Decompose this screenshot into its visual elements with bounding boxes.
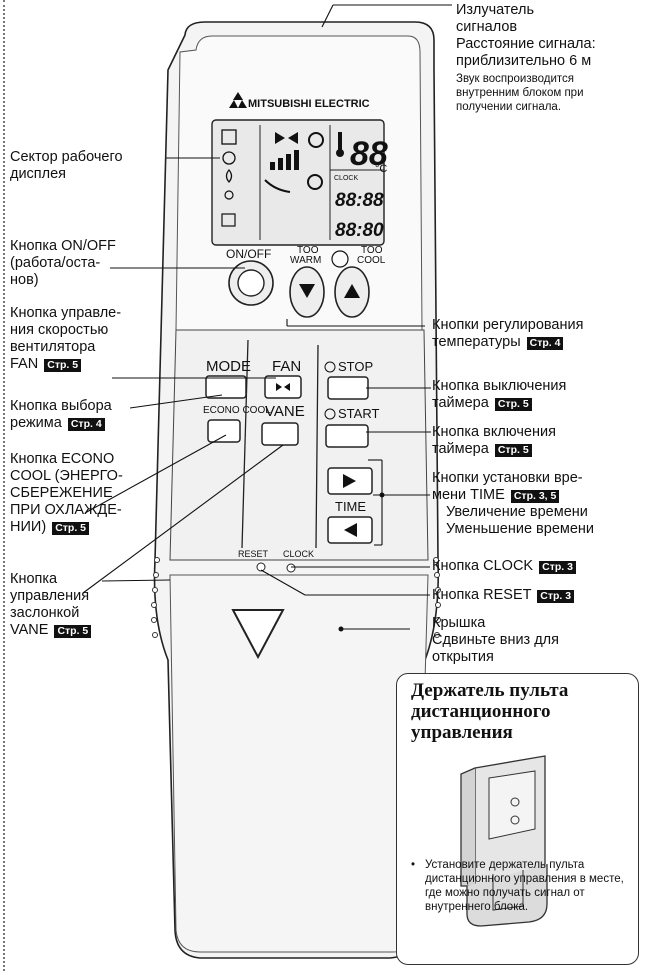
fan-label-4: FAN Стр. 5 <box>10 356 82 373</box>
mode-label-2: режима Стр. 4 <box>10 415 105 432</box>
svg-text:STOP: STOP <box>338 359 373 374</box>
econo-page-badge: Стр. 5 <box>52 522 90 535</box>
time-page-badge: Стр. 3, 5 <box>510 490 560 503</box>
timer-on-page-badge: Стр. 5 <box>494 444 532 457</box>
display-sector-label-2: дисплея <box>10 166 67 182</box>
econo-label-2: COOL (ЭНЕРГО- <box>10 468 123 484</box>
time-label-2: мени TIME Стр. 3, 5 <box>432 487 560 504</box>
fan-page-badge: Стр. 5 <box>44 359 82 372</box>
mode-button[interactable] <box>205 375 247 399</box>
svg-text:TOO: TOO <box>297 245 319 256</box>
display-sector-label: Сектор рабочего <box>10 149 123 165</box>
svg-text:FAN: FAN <box>272 358 301 375</box>
vane-label-3: заслонкой <box>10 605 80 621</box>
temp-page-badge: Стр. 4 <box>526 337 564 350</box>
cover-label-3: открытия <box>432 649 494 665</box>
svg-text:WARM: WARM <box>290 255 321 266</box>
emitter-range-2: приблизительно 6 м <box>456 53 592 69</box>
svg-text:TOO: TOO <box>361 245 383 256</box>
econo-label: Кнопка ECONO <box>10 451 115 467</box>
timer-on-label-2: таймера Стр. 5 <box>432 441 532 458</box>
clock-hole[interactable] <box>286 563 296 573</box>
timer-stop-button[interactable] <box>327 376 369 400</box>
time-decrease-label: Уменьшение времени <box>446 521 595 537</box>
svg-text:START: START <box>338 406 379 421</box>
holder-note: • Установите держатель пульта дистанцион… <box>411 859 624 913</box>
holder-title: Держатель пульта дистанционного управлен… <box>411 680 569 743</box>
fan-label: Кнопка управле- <box>10 305 122 321</box>
svg-text:ECONO COOL: ECONO COOL <box>203 405 271 416</box>
timer-off-page-badge: Стр. 5 <box>494 398 532 411</box>
vane-label-4: VANE Стр. 5 <box>10 622 92 639</box>
emitter-note-2: внутренним блоком при <box>456 87 584 99</box>
econo-label-4: ПРИ ОХЛАЖДЕ- <box>10 502 122 518</box>
onoff-label-2: (работа/оста- <box>10 255 101 271</box>
cover-arrow <box>231 609 285 660</box>
econo-label-3: СБЕРЕЖЕНИЕ <box>10 485 113 501</box>
time-label: Кнопки установки вре- <box>432 470 583 486</box>
display-time1: 88:88 <box>335 190 384 211</box>
onoff-label-3: нов) <box>10 272 39 288</box>
mode-page-badge: Стр. 4 <box>67 418 105 431</box>
timer-off-label: Кнопка выключения <box>432 378 567 394</box>
brand-label: MITSUBISHI ELECTRIC <box>248 98 370 110</box>
display-clock-label: CLOCK <box>334 175 358 182</box>
svg-text:MODE: MODE <box>206 358 251 375</box>
cover-label-2: Сдвиньте вниз для <box>432 632 559 648</box>
reset-page-badge: Стр. 3 <box>537 590 575 603</box>
temp-label: Кнопки регулирования <box>432 317 584 333</box>
svg-text:CLOCK: CLOCK <box>283 549 314 559</box>
mode-label: Кнопка выбора <box>10 398 112 414</box>
emitter-label-2: сигналов <box>456 19 518 35</box>
onoff-label: Кнопка ON/OFF <box>10 238 116 254</box>
temp-label-2: температуры Стр. 4 <box>432 334 564 351</box>
timer-on-label: Кнопка включения <box>432 424 556 440</box>
time-increase-label: Увеличение времени <box>446 504 588 520</box>
timer-start-button[interactable] <box>325 424 369 448</box>
display-time2: 88:80 <box>335 220 384 241</box>
display-temp: 88 <box>350 135 388 173</box>
emitter-note: Звук воспроизводится <box>456 73 574 85</box>
page-edge-dots <box>3 0 7 971</box>
emitter-label: Излучатель <box>456 2 534 18</box>
timer-off-label-2: таймера Стр. 5 <box>432 395 532 412</box>
vane-label: Кнопка <box>10 571 58 587</box>
onoff-button[interactable] <box>237 269 265 297</box>
svg-text:RESET: RESET <box>238 549 269 559</box>
fan-label-2: ния скоростью <box>10 322 109 338</box>
reset-label: Кнопка RESET Стр. 3 <box>432 587 575 604</box>
clock-label: Кнопка CLOCK Стр. 3 <box>432 558 576 575</box>
svg-text:TIME: TIME <box>335 499 366 514</box>
svg-text:VANE: VANE <box>265 403 305 420</box>
reset-hole[interactable] <box>256 562 266 572</box>
fan-label-3: вентилятора <box>10 339 96 355</box>
vane-label-2: управления <box>10 588 90 604</box>
vane-page-badge: Стр. 5 <box>54 625 92 638</box>
econo-button[interactable] <box>207 419 241 443</box>
fan-button[interactable] <box>264 375 302 399</box>
holder-box: Держатель пульта дистанционного управлен… <box>396 673 639 965</box>
emitter-range: Расстояние сигнала: <box>456 36 596 52</box>
svg-text:COOL: COOL <box>357 255 386 266</box>
onoff-text: ON/OFF <box>226 247 271 261</box>
clock-page-badge: Стр. 3 <box>539 561 576 574</box>
vane-button[interactable] <box>261 422 299 446</box>
display-unit: °C <box>375 163 387 175</box>
emitter-note-3: получении сигнала. <box>456 101 562 113</box>
cover-label: Крышка <box>432 615 486 631</box>
econo-label-5: НИИ) Стр. 5 <box>10 519 90 536</box>
